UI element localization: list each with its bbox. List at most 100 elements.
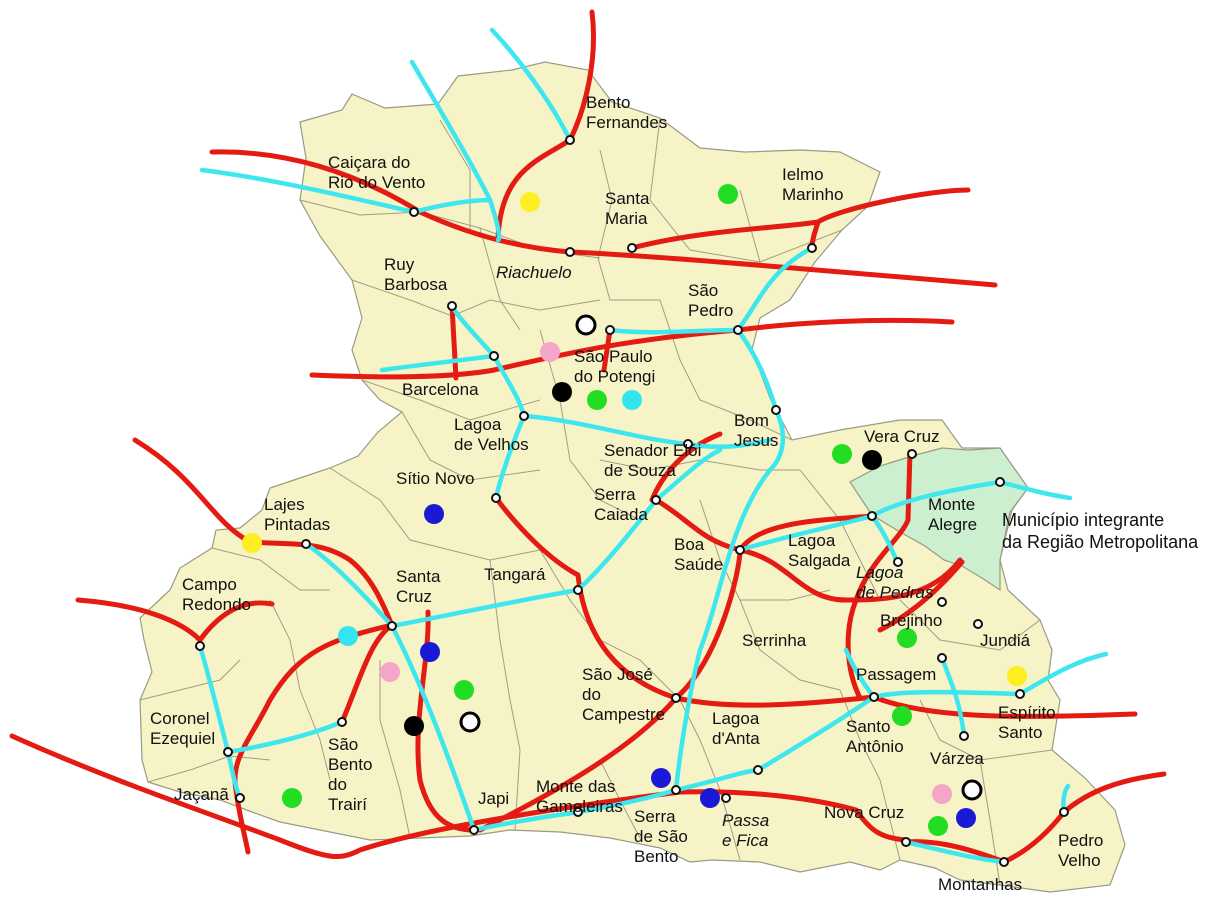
town-label-line: Santo — [846, 717, 890, 736]
town-label-line: São — [328, 735, 358, 754]
town-label-line: Lajes — [264, 495, 305, 514]
town-label-line: Passa — [722, 811, 769, 830]
red-road-9 — [197, 600, 275, 643]
town-label-line: Jundiá — [980, 631, 1031, 650]
town-label-line: Boa — [674, 535, 705, 554]
town-label-line: Monte das — [536, 777, 615, 796]
road-stop — [807, 243, 817, 253]
red-road-1 — [209, 149, 998, 288]
road-stop — [999, 857, 1009, 867]
town-label-line: Redondo — [182, 595, 251, 614]
road-stop — [491, 493, 501, 503]
legend-line1: Município integrante — [1002, 510, 1164, 530]
road-stop — [337, 717, 347, 727]
town-label-line: Passagem — [856, 665, 936, 684]
town-label-tangara: Tangará — [484, 565, 546, 584]
road-stop — [869, 692, 879, 702]
town-label-line: Alegre — [928, 515, 977, 534]
cyan-road-0 — [489, 27, 573, 143]
road-stop — [959, 731, 969, 741]
yellow-marker — [520, 192, 540, 212]
town-label-line: Marinho — [782, 185, 843, 204]
town-label-line: Lagoa — [454, 415, 502, 434]
red-road-7 — [132, 437, 395, 628]
black-marker — [862, 450, 882, 470]
red-road-12 — [339, 622, 395, 725]
town-label-passagem: Passagem — [856, 665, 936, 684]
town-label-line: Serra — [634, 807, 676, 826]
town-label-line: Cruz — [396, 587, 432, 606]
town-label-line: Ielmo — [782, 165, 824, 184]
road-stop — [573, 807, 583, 817]
red-road-6 — [601, 327, 613, 373]
green-marker — [897, 628, 917, 648]
road-stop — [573, 585, 583, 595]
colored-markers — [242, 184, 1027, 836]
road-stop — [995, 477, 1005, 487]
cyan-marker — [338, 626, 358, 646]
town-label-line: Barbosa — [384, 275, 448, 294]
road-stop — [721, 793, 731, 803]
cyan-road-6 — [673, 327, 786, 793]
town-label-line: Santa — [605, 189, 650, 208]
road-stop — [771, 405, 781, 415]
road-stop — [469, 825, 479, 835]
yellow-marker — [242, 533, 262, 553]
town-label-line: Ruy — [384, 255, 415, 274]
road-stop — [1059, 807, 1069, 817]
town-label-line: d'Anta — [712, 729, 760, 748]
blue-marker — [420, 642, 440, 662]
town-label-line: Jesus — [734, 431, 778, 450]
town-label-jacana: Jaçanã — [174, 785, 229, 804]
road-stop — [565, 247, 575, 257]
town-label-line: Ezequiel — [150, 729, 215, 748]
cyan-road-9 — [303, 541, 477, 833]
road-stop — [901, 837, 911, 847]
town-label-line: Lagoa — [712, 709, 760, 728]
town-label-line: Gameleiras — [536, 797, 623, 816]
town-label-line: Pedro — [688, 301, 733, 320]
road-stop — [733, 325, 743, 335]
ring-marker — [575, 314, 597, 336]
town-label-line: Bento — [634, 847, 678, 866]
cyan-road-18 — [939, 655, 967, 739]
town-label-brejinho: Brejinho — [880, 611, 942, 630]
road-stops — [195, 135, 1069, 867]
town-label-line: e Fica — [722, 831, 768, 850]
town-label-line: Pedro — [1058, 831, 1103, 850]
town-label-line: Caiçara do — [328, 153, 410, 172]
town-label-sitio-novo: Sítio Novo — [396, 469, 474, 488]
cyan-road-1 — [409, 59, 502, 243]
town-label-line: Tangará — [484, 565, 546, 584]
road-stop — [735, 545, 745, 555]
road-stop — [651, 495, 661, 505]
town-label-line: Bento — [586, 93, 630, 112]
town-label-line: Rio do Vento — [328, 173, 425, 192]
town-label-line: Várzea — [930, 749, 984, 768]
road-stop — [223, 747, 233, 757]
town-label-line: Fernandes — [586, 113, 667, 132]
town-label-line: Serrinha — [742, 631, 807, 650]
town-label-serrinha: Serrinha — [742, 631, 807, 650]
road-stop — [235, 793, 245, 803]
town-label-line: Antônio — [846, 737, 904, 756]
pink-marker — [932, 784, 952, 804]
town-label-line: Monte — [928, 495, 975, 514]
town-label-line: Brejinho — [880, 611, 942, 630]
